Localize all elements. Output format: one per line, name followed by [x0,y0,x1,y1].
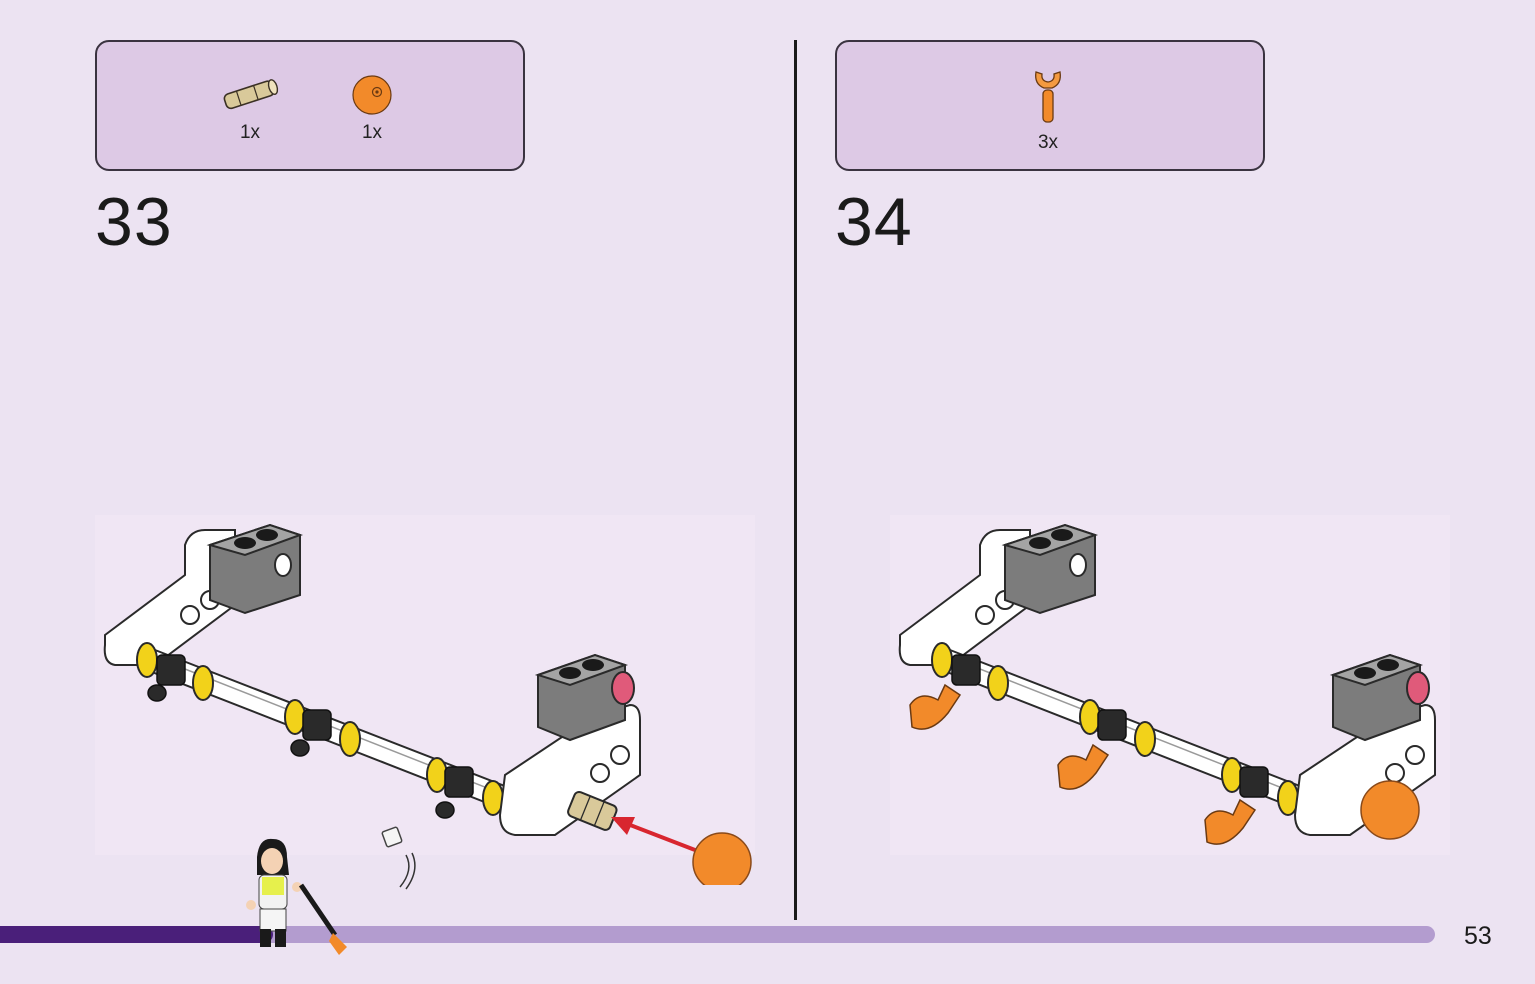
build-illustration-step-33 [95,515,755,885]
orange-clip-icon [1035,71,1061,123]
step-divider [794,40,797,920]
minifigure-icon [246,838,347,955]
part-qty: 3x [1037,132,1059,153]
page-number: 53 [1464,922,1492,950]
progress-bar-fill [0,926,273,943]
orange-round-tile-icon [352,75,392,115]
build-illustration-step-34 [890,515,1450,855]
part-item: 1x [337,72,407,144]
part-qty: 1x [361,122,383,143]
progress-bar [0,926,1435,943]
step-number-33: 33 [95,184,173,260]
step-number-34: 34 [835,184,913,260]
tan-axle-connector-icon [223,79,279,110]
part-item: 3x [1013,66,1083,154]
floating-brick-icon [381,826,416,890]
part-item: 1x [215,72,285,144]
part-qty: 1x [239,122,261,143]
parts-box-step-34: 3x [835,40,1265,171]
parts-box-step-33: 1x 1x [95,40,525,171]
